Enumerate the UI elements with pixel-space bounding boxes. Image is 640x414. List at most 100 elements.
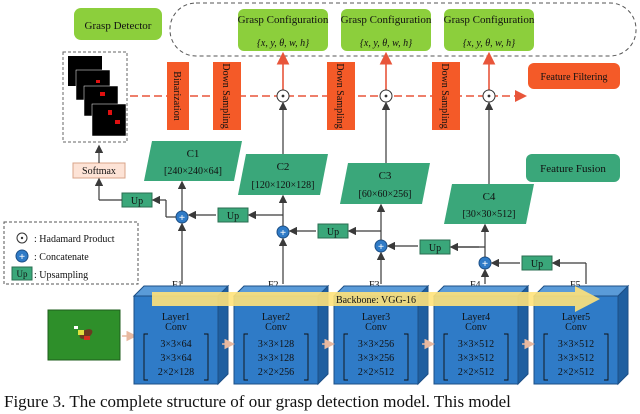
backbone-label: Backbone: VGG-16 — [336, 295, 416, 306]
layer-front-face — [133, 295, 219, 385]
up-label: Up — [327, 227, 339, 238]
down-sampling-label: Down Sampling — [334, 63, 345, 128]
heatmap-frame — [62, 51, 128, 143]
layer-bracket — [543, 333, 609, 381]
grasp-config-line1: Grasp Configuration — [238, 14, 329, 26]
layer-type: Conv — [465, 322, 487, 333]
layer-name: Layer1 — [162, 312, 190, 323]
concat-node-3: + — [374, 239, 388, 253]
layer-kernel-row: 3×3×256 — [358, 339, 394, 350]
fusion-block-c1: C1 [240×240×64] — [144, 141, 242, 181]
svg-text:+: + — [482, 258, 488, 270]
grasp-config-line1: Grasp Configuration — [444, 14, 535, 26]
legend-text: : Hadamard Product — [34, 234, 115, 245]
concat-node-1: + — [175, 210, 189, 224]
grasp-output-region — [169, 2, 637, 57]
layer-name: Layer4 — [462, 312, 490, 323]
layer-kernel-row: 3×3×64 — [160, 353, 191, 364]
fusion-block-c4: C4 [30×30×512] — [444, 184, 534, 224]
hadamard-node — [276, 89, 290, 103]
concat-node-2: + — [276, 225, 290, 239]
legend-upsampling: Up : Upsampling — [11, 266, 88, 281]
layer-type: Conv — [165, 322, 187, 333]
hadamard-node — [379, 89, 393, 103]
up-block-4: Up — [419, 239, 451, 255]
layer-kernel-row: 3×3×512 — [558, 339, 594, 350]
up-label: Up — [531, 259, 543, 270]
connection-lines — [94, 177, 587, 284]
grasp-config-params: {x, y, θ, w, h} — [257, 38, 309, 49]
up-block-2: Up — [217, 207, 249, 223]
up-block-1: Up — [121, 192, 153, 208]
feature-fusion-label: Feature Fusion — [540, 163, 606, 175]
layer-front-face — [233, 295, 319, 385]
layer-bracket — [443, 333, 509, 381]
backbone-layers: Layer1Conv3×3×643×3×642×2×128Layer2Conv3… — [132, 284, 630, 386]
feature-filtering-label: Feature Filtering — [541, 72, 608, 83]
layer-name: Layer3 — [362, 312, 390, 323]
up-label: Up — [429, 243, 441, 254]
hadamard-node — [482, 89, 496, 103]
backbone-arrow — [152, 286, 600, 312]
fusion-dims: [60×60×256] — [359, 189, 412, 200]
grasp-config-3: Grasp Configuration {x, y, θ, w, h} — [444, 9, 535, 51]
legend-text: : Concatenate — [34, 252, 89, 263]
layer-type: Conv — [365, 322, 387, 333]
layer-kernel-row: 3×3×512 — [458, 339, 494, 350]
legend-concatenate: + : Concatenate — [15, 249, 89, 263]
binarization-label: Binarization — [171, 71, 182, 120]
layer-kernel-row: 2×2×512 — [558, 367, 594, 378]
svg-text:+: + — [179, 212, 185, 224]
feature-fusion-box — [526, 154, 620, 182]
svg-text:+: + — [280, 227, 286, 239]
grasp-config-2: Grasp Configuration {x, y, θ, w, h} — [341, 9, 432, 51]
layer-bracket — [143, 333, 209, 381]
fusion-name: C3 — [379, 170, 392, 182]
grasp-detector-box — [74, 8, 162, 40]
layer-kernel-row: 2×2×512 — [458, 367, 494, 378]
layer-bracket — [243, 333, 309, 381]
layer-kernel-row: 3×3×128 — [258, 353, 294, 364]
grasp-detector-label: Grasp Detector — [85, 20, 152, 32]
up-block-3: Up — [317, 223, 349, 239]
layer-kernel-row: 3×3×64 — [160, 339, 191, 350]
up-label: Up — [131, 196, 143, 207]
up-label: Up — [227, 211, 239, 222]
down-sampling-block-1: Down Sampling — [213, 62, 241, 130]
fusion-dims: [30×30×512] — [463, 209, 516, 220]
grasp-config-1: Grasp Configuration Grasp Configuration … — [238, 9, 329, 51]
fusion-name: C2 — [277, 161, 290, 173]
fusion-dims: [120×120×128] — [252, 180, 315, 191]
fusion-block-c2: C2 [120×120×128] — [238, 154, 328, 195]
binarization-block: Binarization — [167, 62, 189, 130]
layer-kernel-row: 2×2×128 — [158, 367, 194, 378]
up-block-5: Up — [521, 255, 553, 271]
legend-text: : Upsampling — [34, 270, 88, 281]
layer-type: Conv — [265, 322, 287, 333]
grasp-config-params: {x, y, θ, w, h} — [360, 38, 412, 49]
layer-kernel-row: 3×3×128 — [258, 339, 294, 350]
fusion-name: C4 — [483, 191, 496, 203]
layer-name: Layer2 — [262, 312, 290, 323]
legend-hadamard: : Hadamard Product — [16, 232, 115, 245]
softmax-label: Softmax — [82, 166, 116, 177]
grasp-config-params: {x, y, θ, w, h} — [463, 38, 515, 49]
fusion-block-c3: C3 [60×60×256] — [340, 163, 430, 204]
heatmap-thumbnails — [68, 56, 127, 137]
down-sampling-block-3: Down Sampling — [432, 62, 460, 130]
legend-symbol: + — [19, 251, 25, 263]
feature-filtering-box — [528, 63, 620, 89]
fusion-name: C1 — [187, 148, 200, 160]
layer-side-face — [617, 284, 629, 386]
layer-kernel-row: 2×2×512 — [358, 367, 394, 378]
layer-kernel-row: 3×3×512 — [558, 353, 594, 364]
down-sampling-label: Down Sampling — [439, 63, 450, 128]
figure-caption: Figure 3. The complete structure of our … — [4, 392, 511, 411]
layer-kernel-row: 3×3×512 — [458, 353, 494, 364]
layer-name: Layer5 — [562, 312, 590, 323]
concat-node-4: + — [478, 256, 492, 270]
fusion-dims: [240×240×64] — [164, 166, 222, 177]
